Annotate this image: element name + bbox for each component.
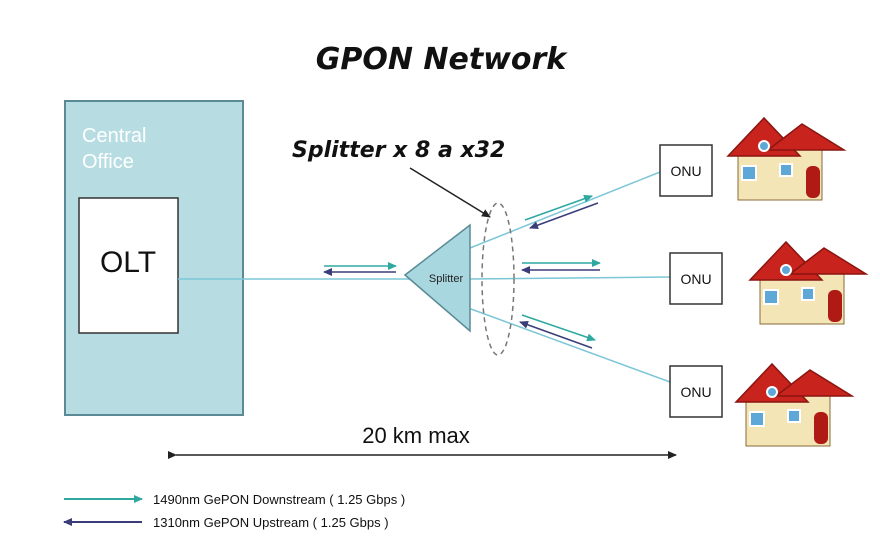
legend-upstream-label: 1310nm GePON Upstream ( 1.25 Gbps ) — [153, 515, 389, 530]
fiber-to-onu-3 — [459, 304, 671, 383]
splitter-callout: Splitter x 8 a x32 — [292, 138, 505, 163]
onu-box-3 — [669, 365, 723, 418]
callout-arrow — [409, 167, 491, 218]
splitter-label: Splitter — [429, 273, 464, 285]
central-office-label-line1: Central — [82, 125, 146, 147]
fiber-to-onu-1 — [459, 171, 661, 253]
diagram-title: GPON Network — [316, 42, 569, 77]
downstream-arrow-branch-1 — [524, 194, 593, 221]
downstream-arrow-branch-3 — [521, 314, 596, 342]
legend-downstream-label: 1490nm GePON Downstream ( 1.25 Gbps ) — [153, 492, 405, 507]
fiber-to-onu-2 — [469, 276, 671, 280]
central-office-label-line2: Office — [82, 151, 134, 173]
distance-label: 20 km max — [362, 423, 470, 448]
upstream-arrow-branch-3 — [519, 320, 593, 349]
house-icon-2 — [749, 241, 867, 325]
house-icon-3 — [735, 363, 853, 447]
onu-label-3: ONU — [680, 384, 711, 400]
house-icon-1 — [727, 117, 845, 201]
onu-label-1: ONU — [670, 163, 701, 179]
onu-box-2 — [669, 252, 723, 305]
upstream-arrow-branch-1 — [529, 202, 599, 229]
splitter-ratio-ellipse — [481, 202, 515, 356]
splitter-triangle — [403, 223, 471, 333]
olt-label: OLT — [100, 246, 156, 279]
onu-label-2: ONU — [680, 271, 711, 287]
olt-box — [78, 197, 179, 334]
onu-box-1 — [659, 144, 713, 197]
